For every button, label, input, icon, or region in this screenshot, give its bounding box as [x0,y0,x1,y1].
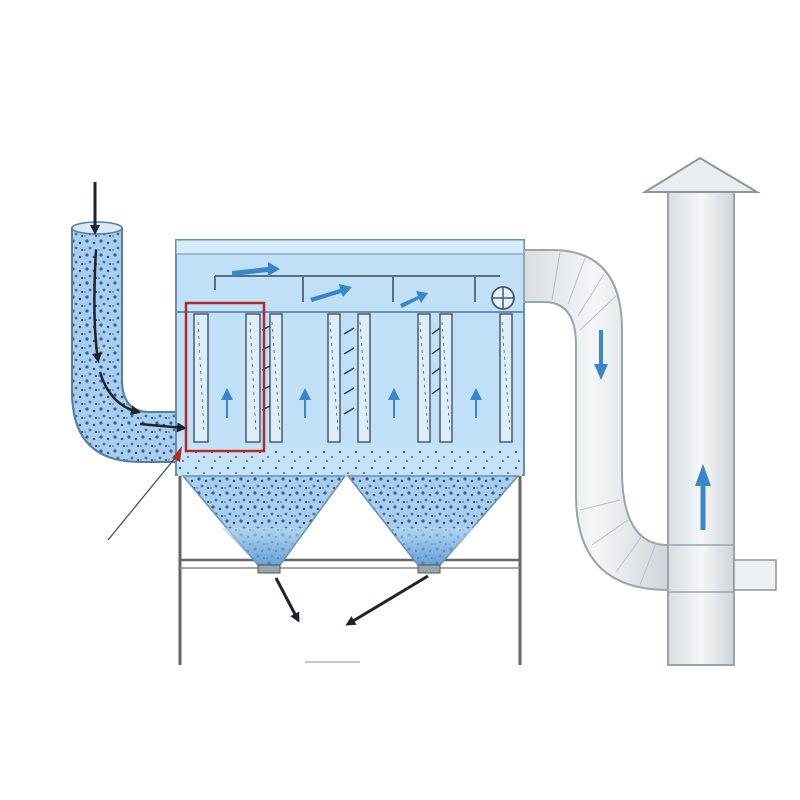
arrow-down-icon [594,330,608,380]
collector-housing [175,239,525,476]
pulse-header [214,275,500,302]
arrow-up-icon [388,388,400,418]
support-frame [178,470,522,665]
outlet-duct [523,249,669,592]
filter-bag [269,313,341,443]
clean-air-arrows [232,262,428,308]
filter-bag [193,313,261,443]
inlet-flow-arrows [90,182,187,433]
arrow-up-icon [695,464,711,530]
arrow-right-icon [310,284,352,302]
arrow-right-icon [400,291,428,308]
arrow-right-icon [232,262,280,276]
fan-icon [491,286,515,310]
hoppers [181,475,520,574]
filter-bag [439,313,513,443]
arrow-up-icon [470,388,482,418]
leader-lines [107,446,182,541]
stack-cap [641,156,761,193]
filter-bag [357,313,431,443]
exhaust-stack [641,156,777,666]
discharge-arrows [274,574,429,626]
arrow-up-icon [299,388,311,418]
bag-flow-arrows [221,388,482,418]
filter-bags [193,313,513,443]
highlight-box [184,301,266,453]
arrow-up-icon [221,388,233,418]
